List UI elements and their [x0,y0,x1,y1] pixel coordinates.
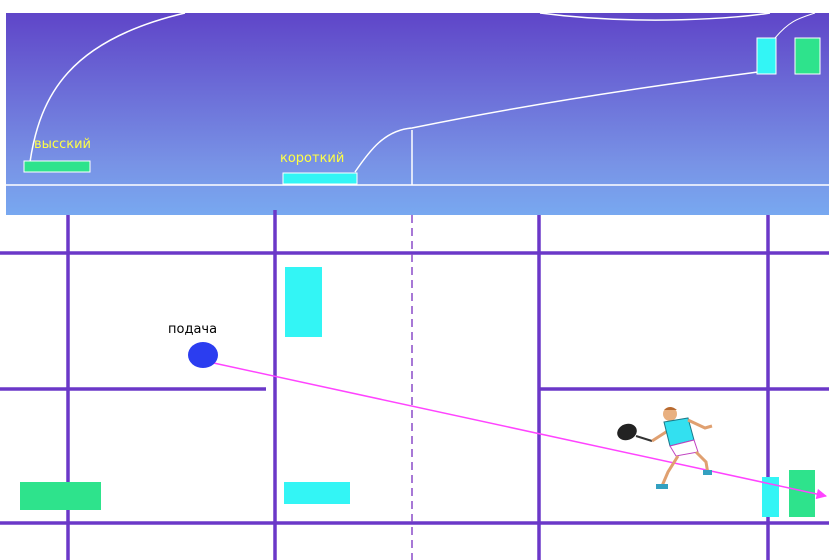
side-view-panel: высский короткий [6,12,829,215]
court-cyan-zone-top [285,267,322,337]
side-cyan-marker [756,37,777,75]
shuttlecock-icon [188,342,218,368]
court-green-zone-left [20,482,101,510]
short-serve-trajectory [354,71,759,173]
court-green-zone-right [789,470,815,517]
serve-label: подача [168,322,217,337]
high-serve-trajectory [29,12,771,163]
side-green-marker [794,37,821,75]
serve-trajectory-arrow [208,361,828,500]
net-top-link [774,12,816,39]
court-cyan-zone-right [762,477,779,517]
court-cyan-zone-bottom [284,482,350,504]
high-serve-target-bar [23,160,91,173]
short-serve-label: короткий [280,151,344,166]
sky-background [6,13,829,215]
high-serve-label: высский [34,137,91,152]
short-serve-target-bar [282,172,358,185]
court-lines [0,210,829,560]
badminton-player-icon [617,407,713,489]
court-top-view: подача [0,210,829,560]
